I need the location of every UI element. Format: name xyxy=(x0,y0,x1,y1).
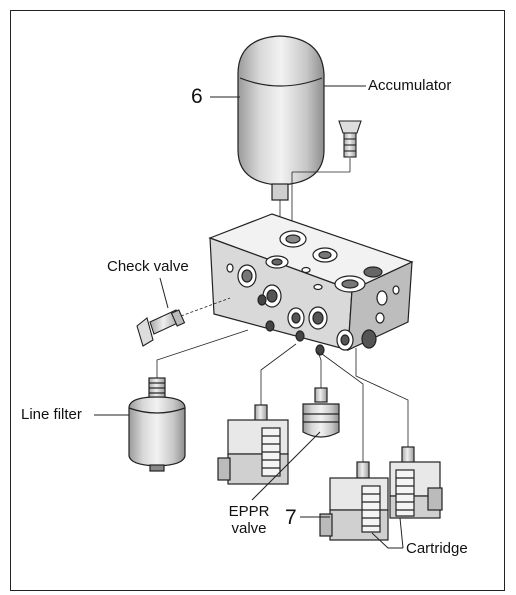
leader-eppr xyxy=(251,431,321,501)
line-filter-part xyxy=(128,329,249,472)
manifold-block xyxy=(208,213,414,356)
eppr-valve-part xyxy=(302,351,340,438)
label-eppr-line1: EPPR xyxy=(228,503,270,520)
accumulator-part xyxy=(237,35,325,238)
leader-cartridge-2 xyxy=(399,517,404,549)
plug-bolt-top xyxy=(291,120,362,238)
leader-check-valve xyxy=(159,277,169,309)
check-valve-part xyxy=(136,297,231,347)
cartridge-7-part xyxy=(319,353,389,541)
leader-cartridge xyxy=(371,532,403,549)
label-check-valve: Check valve xyxy=(107,258,189,275)
label-line-filter: Line filter xyxy=(21,406,82,423)
cartridge-left-part xyxy=(217,343,297,485)
label-cartridge: Cartridge xyxy=(406,540,468,557)
figure-frame xyxy=(10,10,505,591)
cartridge-right-part xyxy=(355,348,443,519)
callout-7: 7 xyxy=(285,506,297,529)
label-accumulator: Accumulator xyxy=(368,77,452,94)
callout-6: 6 xyxy=(191,85,203,108)
label-eppr-line2: valve xyxy=(231,520,267,537)
